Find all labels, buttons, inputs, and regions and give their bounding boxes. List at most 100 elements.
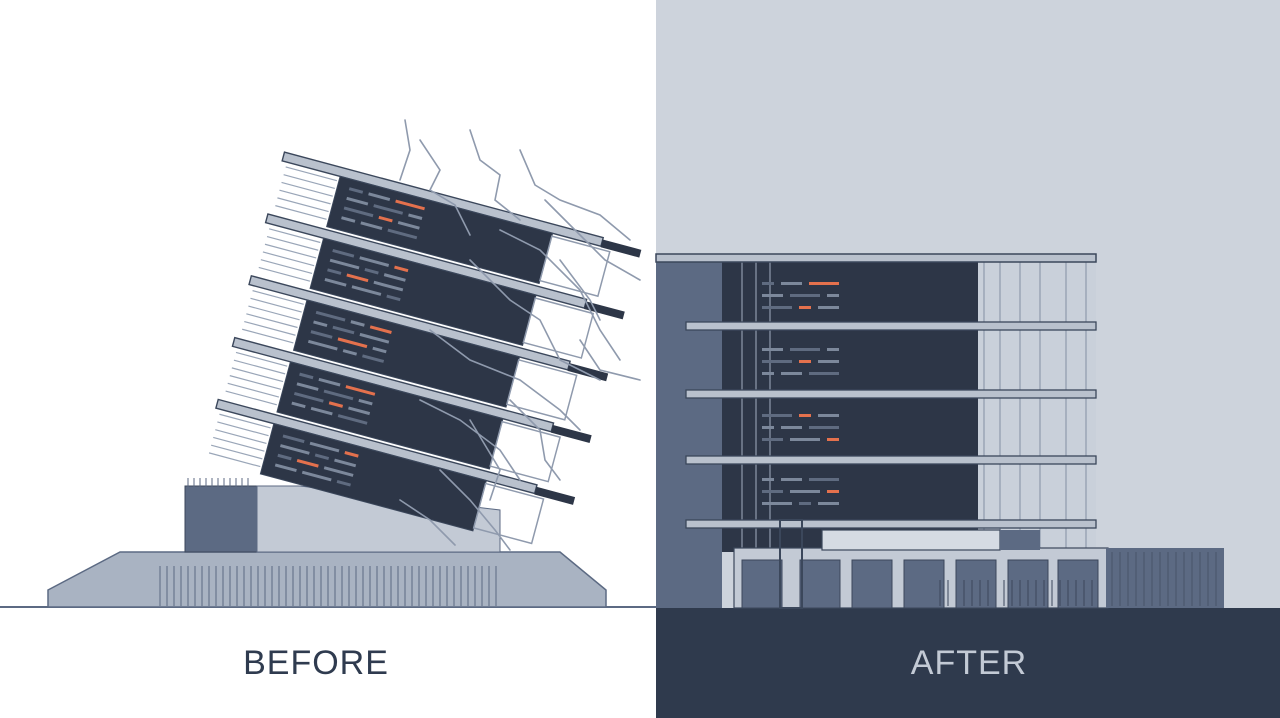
code-line <box>818 502 839 505</box>
code-line <box>351 285 382 296</box>
ground-bay <box>799 559 841 609</box>
balcony-rail <box>248 305 300 321</box>
code-line <box>394 265 409 273</box>
code-line <box>383 273 406 282</box>
code-line <box>818 306 839 309</box>
after-roof-slab <box>655 253 1097 263</box>
code-line <box>310 406 333 416</box>
balcony-rail <box>285 166 338 182</box>
code-line <box>329 258 360 270</box>
code-line <box>790 294 820 297</box>
code-line <box>790 348 820 351</box>
code-line <box>359 332 390 344</box>
after-left-wall <box>656 258 722 608</box>
code-line <box>332 325 355 335</box>
code-line <box>342 349 358 356</box>
code-line <box>344 451 359 458</box>
balcony-rail <box>279 189 331 205</box>
code-line <box>818 360 839 363</box>
code-line <box>343 206 374 218</box>
after-wing-ribs <box>939 552 1217 606</box>
code-line <box>827 348 839 351</box>
code-line <box>818 414 839 417</box>
code-line <box>280 444 310 455</box>
code-line <box>313 320 328 328</box>
code-line <box>277 453 292 461</box>
before-base-wedge <box>256 485 501 553</box>
crack-line <box>419 399 521 481</box>
code-line <box>799 306 811 309</box>
code-line <box>395 199 425 211</box>
code-line <box>373 280 404 292</box>
code-line <box>327 268 342 275</box>
code-line <box>762 360 792 363</box>
ground-bay <box>955 559 997 609</box>
balcony-rail <box>229 375 282 390</box>
before-label: BEFORE <box>243 644 389 682</box>
code-line <box>293 391 324 403</box>
code-line <box>324 278 347 287</box>
before-lower-block <box>184 485 258 553</box>
code-line <box>378 215 393 223</box>
crack-line <box>399 119 411 181</box>
balcony-rail <box>281 181 333 197</box>
balcony-rail <box>258 266 311 282</box>
before-building <box>47 119 642 608</box>
protruding-beam <box>584 301 625 320</box>
after-entrance-canopy <box>821 529 1001 551</box>
crack-line <box>439 469 511 551</box>
code-line <box>408 213 423 220</box>
crack-line <box>429 329 581 431</box>
before-tilted-tower <box>208 151 642 545</box>
balcony-rail <box>250 297 302 313</box>
code-line <box>762 426 774 429</box>
crack-line <box>579 339 641 381</box>
ground-bay <box>1057 559 1099 609</box>
code-line <box>337 337 368 349</box>
code-line <box>369 325 392 334</box>
protruding-beam <box>600 239 642 258</box>
code-line <box>781 372 802 375</box>
crack-line <box>419 139 471 236</box>
code-line <box>372 346 387 354</box>
code-line <box>368 192 391 201</box>
after-canopy-box <box>1000 530 1040 550</box>
code-line <box>314 453 330 460</box>
before-base-ticks <box>187 478 249 488</box>
after-floor-slab <box>685 455 1097 465</box>
code-line <box>345 385 376 396</box>
ground-bay <box>851 559 893 609</box>
code-line <box>296 382 319 391</box>
balcony-rail <box>233 359 286 375</box>
code-line <box>348 406 371 416</box>
code-line <box>762 348 783 351</box>
code-line <box>827 490 839 493</box>
balcony-rail <box>283 174 335 189</box>
broken-frame <box>539 235 611 298</box>
crack-line <box>519 149 631 241</box>
balcony-rail <box>219 413 271 429</box>
crack-line <box>544 199 641 281</box>
code-line <box>359 256 390 267</box>
broken-frame <box>505 358 578 421</box>
balcony-rail <box>268 228 321 244</box>
balcony-rail <box>215 429 267 445</box>
balcony-rail <box>213 436 265 452</box>
code-line <box>790 438 820 441</box>
balcony-rail <box>231 367 284 383</box>
before-crack-lines <box>399 119 641 551</box>
balcony-rail <box>246 313 298 329</box>
balcony-rail <box>266 235 319 251</box>
code-line <box>332 249 355 258</box>
crack-line <box>509 399 561 481</box>
code-line <box>350 320 365 327</box>
code-line <box>323 466 354 477</box>
balcony-rail <box>252 290 304 305</box>
code-line <box>346 273 369 283</box>
balcony-rail <box>264 243 317 259</box>
code-line <box>781 478 802 481</box>
after-floor-slab <box>685 389 1097 399</box>
balcony-rail <box>275 205 327 220</box>
broken-frame <box>472 482 545 545</box>
balcony-rail <box>225 390 277 406</box>
